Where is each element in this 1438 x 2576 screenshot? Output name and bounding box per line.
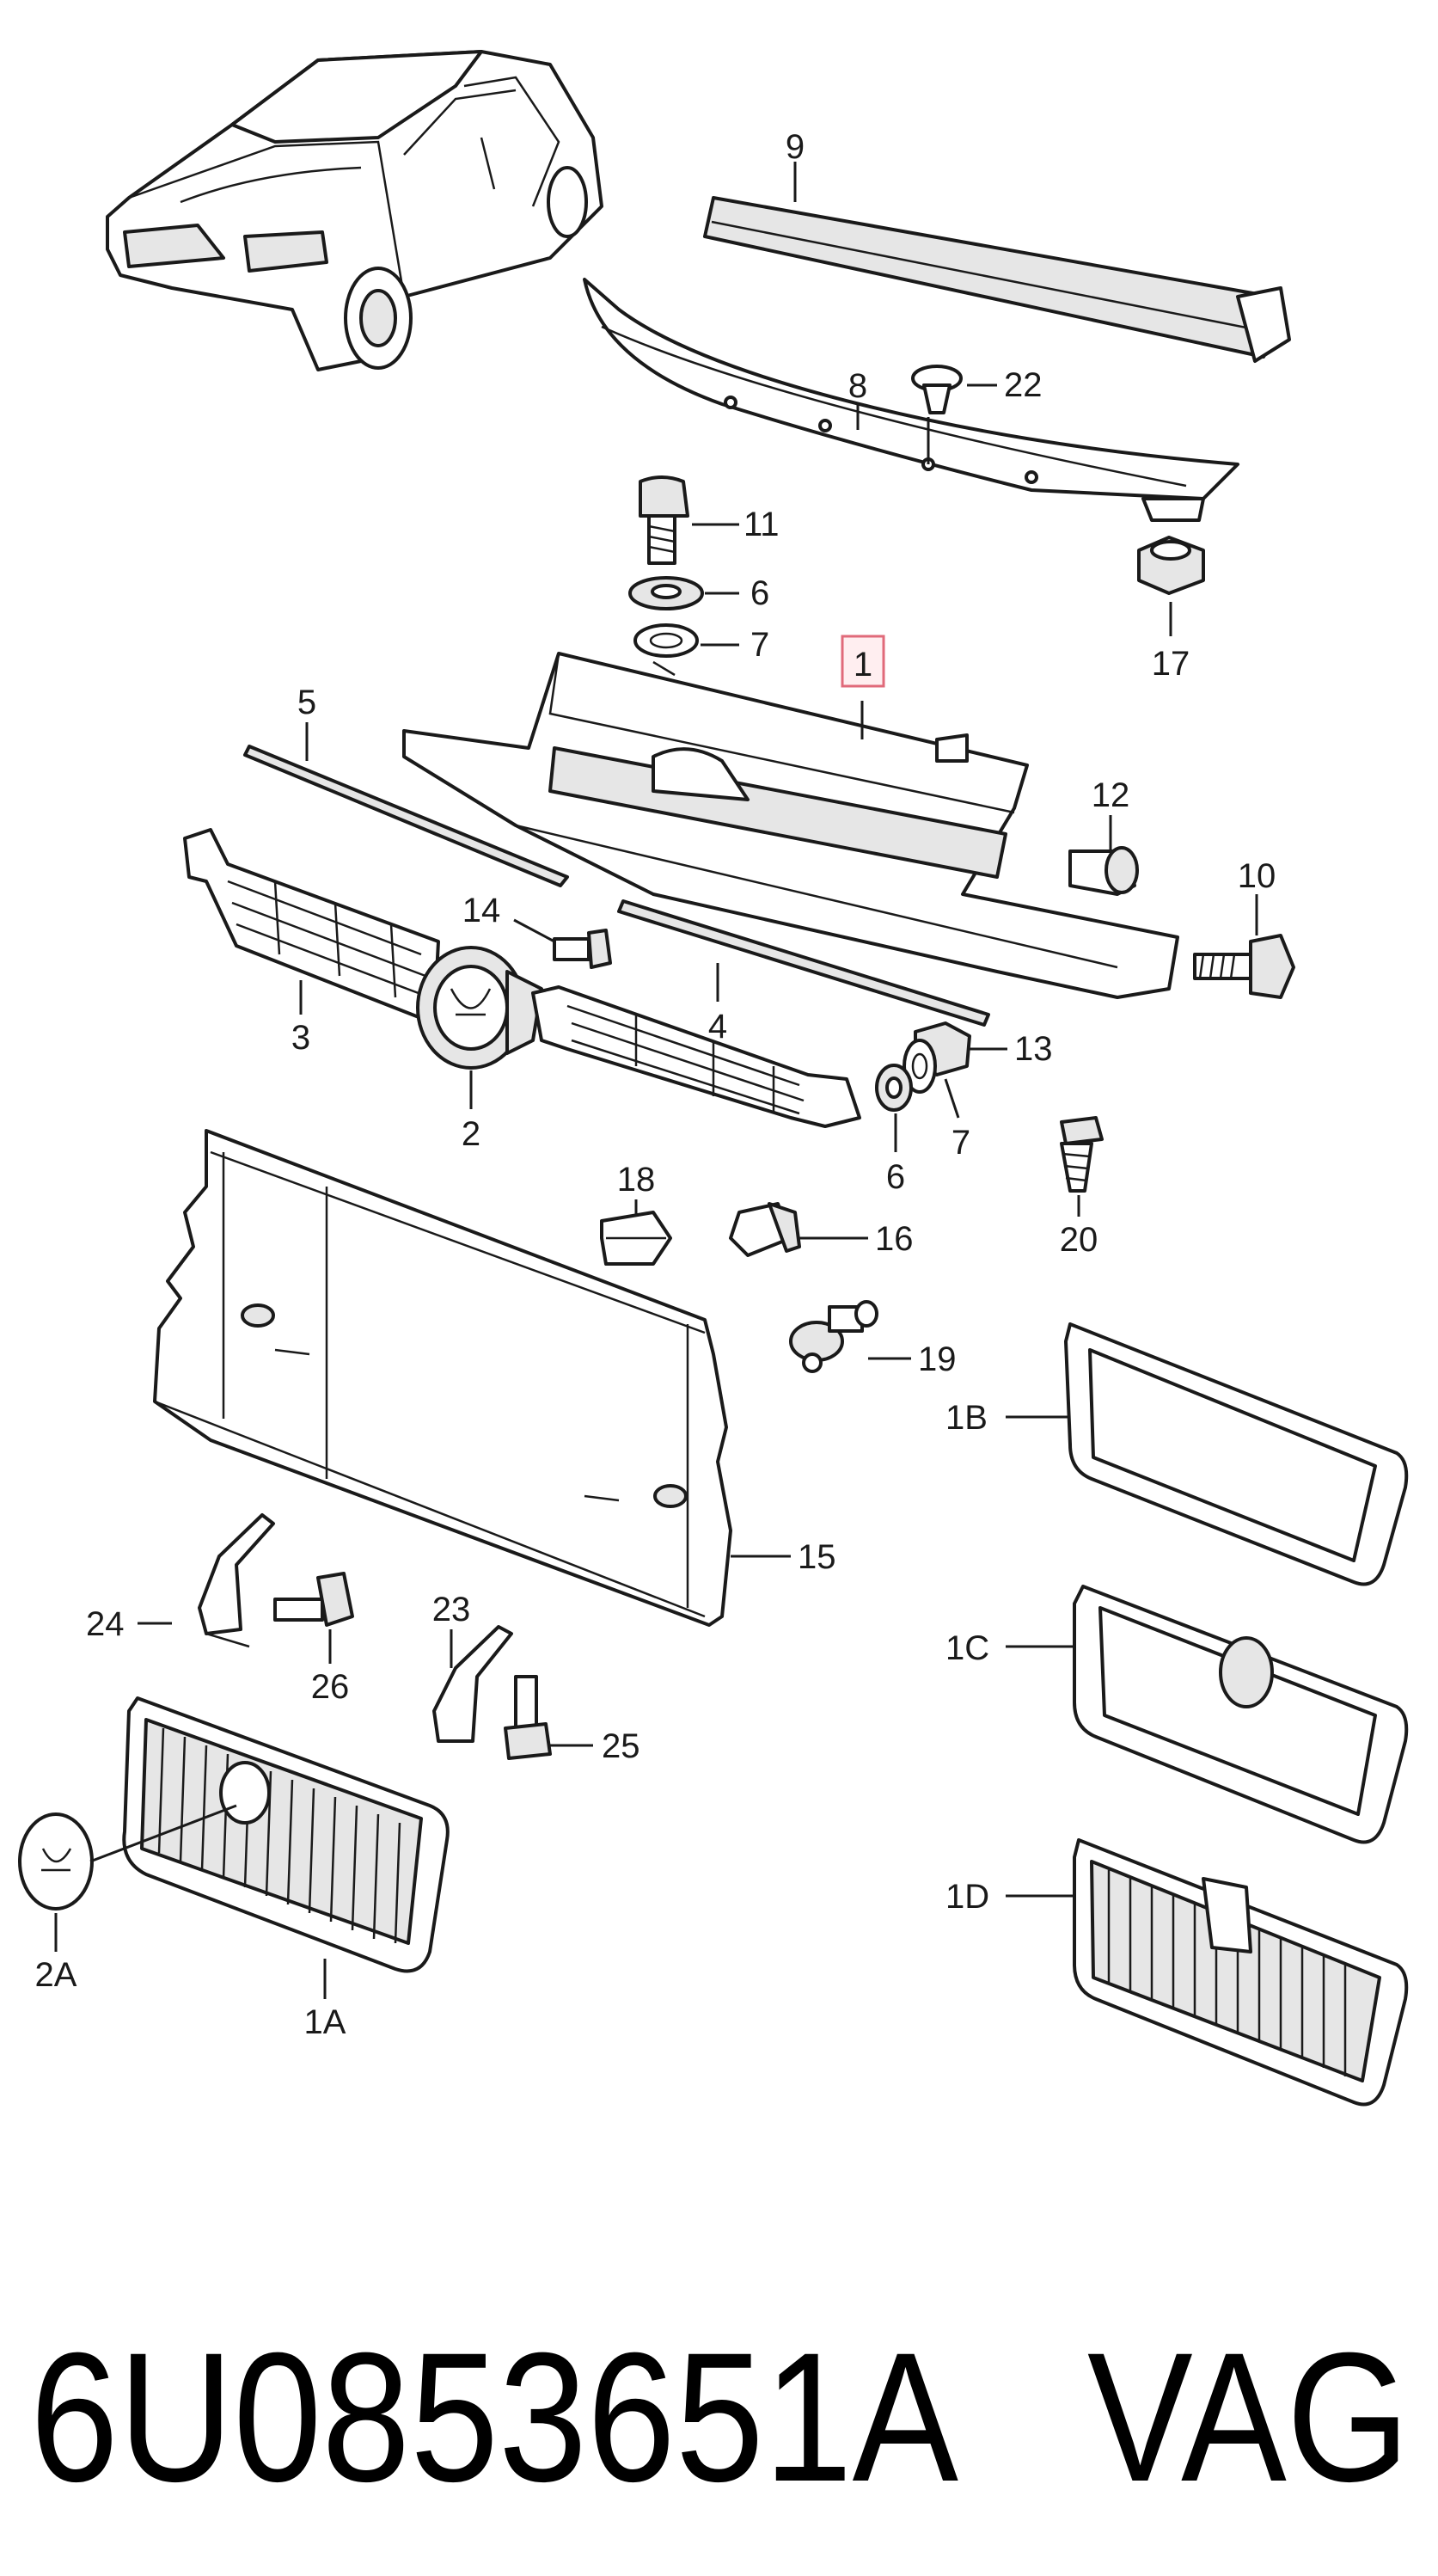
part-8-upper-panel xyxy=(583,278,1239,522)
callout-20: 20 xyxy=(1060,1221,1098,1259)
callout-16: 16 xyxy=(875,1220,914,1258)
part-12-clip xyxy=(1068,846,1139,896)
part-1D-grille xyxy=(1073,1838,1409,2107)
callout-1B: 1B xyxy=(945,1399,988,1437)
part-22-clip xyxy=(911,365,963,414)
part-1B-frame xyxy=(1064,1322,1409,1586)
highlight-box xyxy=(841,635,885,688)
part-4-trim-strip xyxy=(617,899,990,1027)
callout-8: 8 xyxy=(848,367,867,405)
brand-label: VAG xyxy=(1087,2315,1410,2520)
part-number-label: 6U0853651A xyxy=(30,2315,958,2520)
part-25-bolt xyxy=(504,1675,552,1760)
callout-7a: 7 xyxy=(750,626,769,664)
callout-12: 12 xyxy=(1092,776,1130,814)
part-17-nut xyxy=(1137,536,1205,595)
callout-19: 19 xyxy=(918,1340,957,1378)
callout-23: 23 xyxy=(432,1591,471,1628)
callout-4: 4 xyxy=(708,1008,727,1046)
callout-1D: 1D xyxy=(945,1878,989,1916)
callout-1C: 1C xyxy=(945,1629,989,1667)
part-20-screw xyxy=(1060,1116,1104,1193)
part-1-grille-carrier xyxy=(402,652,1179,999)
part-3-grille-right xyxy=(531,985,861,1128)
callout-1A: 1A xyxy=(304,2003,346,2041)
part-3-grille-left xyxy=(183,828,440,1025)
callout-15: 15 xyxy=(798,1538,836,1576)
callout-3: 3 xyxy=(291,1019,310,1057)
part-24-bracket xyxy=(198,1513,275,1648)
callout-26: 26 xyxy=(311,1668,350,1706)
callout-1: 1 xyxy=(854,646,872,684)
callout-2A: 2A xyxy=(35,1956,77,1994)
callout-9: 9 xyxy=(786,128,805,166)
part-23-bracket xyxy=(432,1625,513,1743)
part-7-spring-washer-top xyxy=(633,623,699,677)
part-10-bolt xyxy=(1193,934,1295,999)
part-5-trim-strip xyxy=(243,745,569,887)
part-1A-grille xyxy=(122,1696,450,1973)
part-9-upper-bar xyxy=(703,196,1291,363)
part-18-clip xyxy=(600,1211,672,1266)
part-2-emblem-holder xyxy=(416,946,543,1070)
part-7-spring-washer-right xyxy=(903,1039,937,1094)
part-6-washer-top xyxy=(628,576,704,610)
part-11-bolt xyxy=(639,475,689,565)
part-15-air-guide xyxy=(153,1129,732,1627)
callout-13: 13 xyxy=(1014,1030,1053,1068)
callout-17: 17 xyxy=(1152,645,1190,683)
callout-5: 5 xyxy=(297,684,316,721)
part-6-washer-right xyxy=(875,1064,913,1112)
car-illustration xyxy=(106,50,603,371)
callout-7b: 7 xyxy=(952,1124,970,1162)
callout-24: 24 xyxy=(86,1605,125,1643)
callout-6b: 6 xyxy=(886,1158,905,1196)
part-26-bolt xyxy=(273,1572,354,1627)
callout-11: 11 xyxy=(743,506,780,543)
part-16-clip xyxy=(729,1202,801,1257)
callout-10: 10 xyxy=(1238,857,1276,895)
part-2A-emblem xyxy=(18,1812,94,1911)
callout-22: 22 xyxy=(1004,366,1043,404)
leader-lines xyxy=(54,162,1258,1999)
callout-18: 18 xyxy=(617,1161,656,1199)
part-1C-frame xyxy=(1073,1585,1409,1844)
part-19-clip xyxy=(789,1300,878,1373)
part-14-screw xyxy=(553,929,612,969)
callout-6a: 6 xyxy=(750,574,769,612)
callout-labels: 9 8 22 11 6 7 17 1 5 12 10 14 3 4 13 2 7… xyxy=(35,128,1276,2041)
callout-25: 25 xyxy=(602,1727,640,1765)
callout-2: 2 xyxy=(462,1115,480,1153)
callout-14: 14 xyxy=(462,892,501,929)
